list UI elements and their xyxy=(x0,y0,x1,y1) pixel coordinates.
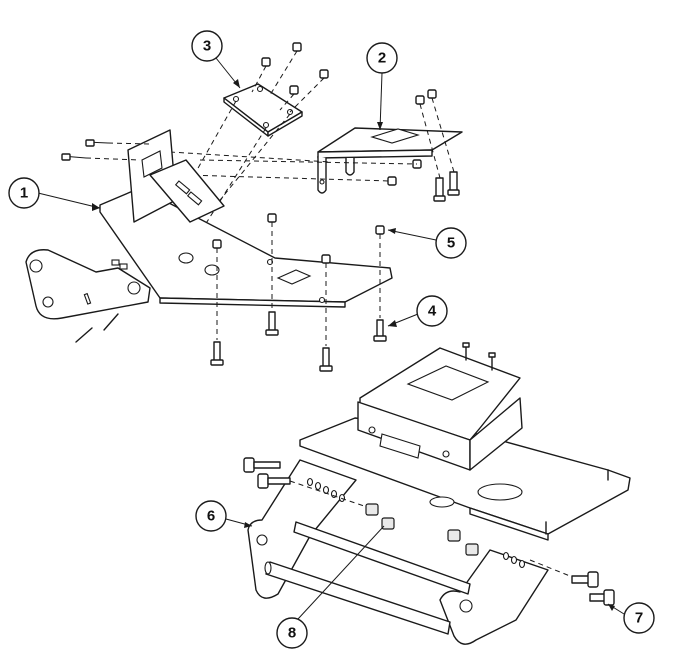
callout-2-circle xyxy=(366,42,398,74)
callout-8-label: 8 xyxy=(288,625,296,642)
part-2-bracket xyxy=(317,127,463,194)
callout-6-circle xyxy=(195,500,227,532)
top-exploded-assembly xyxy=(25,42,463,372)
part-5-nut xyxy=(375,225,385,235)
callout-5-circle xyxy=(435,227,467,259)
callout-3-label: 3 xyxy=(203,38,211,55)
callout-8-circle xyxy=(276,617,308,649)
callouts: 1 2 3 4 5 6 7 8 xyxy=(8,30,655,649)
callout-4-circle xyxy=(416,295,448,327)
callout-1-circle xyxy=(8,177,40,209)
callout-7-label: 7 xyxy=(635,610,643,627)
callout-2-label: 2 xyxy=(378,50,386,67)
part-7-bolts xyxy=(529,559,615,606)
part-8-nuts xyxy=(365,503,479,556)
part-3-nuts xyxy=(261,42,329,95)
callout-4-label: 4 xyxy=(428,303,437,320)
part-6-bolts xyxy=(243,457,371,509)
callout-7-circle xyxy=(623,602,655,634)
part-1-main-plate xyxy=(25,129,393,372)
callout-3-circle xyxy=(191,30,223,62)
bottom-assembled-view xyxy=(243,342,631,645)
callout-5-label: 5 xyxy=(447,235,455,252)
part-3-top-plate xyxy=(223,83,303,137)
part-2-fasteners xyxy=(387,89,460,202)
callout-6-label: 6 xyxy=(207,508,215,525)
part-4-bolt xyxy=(373,319,387,342)
callout-1-label: 1 xyxy=(20,185,28,202)
